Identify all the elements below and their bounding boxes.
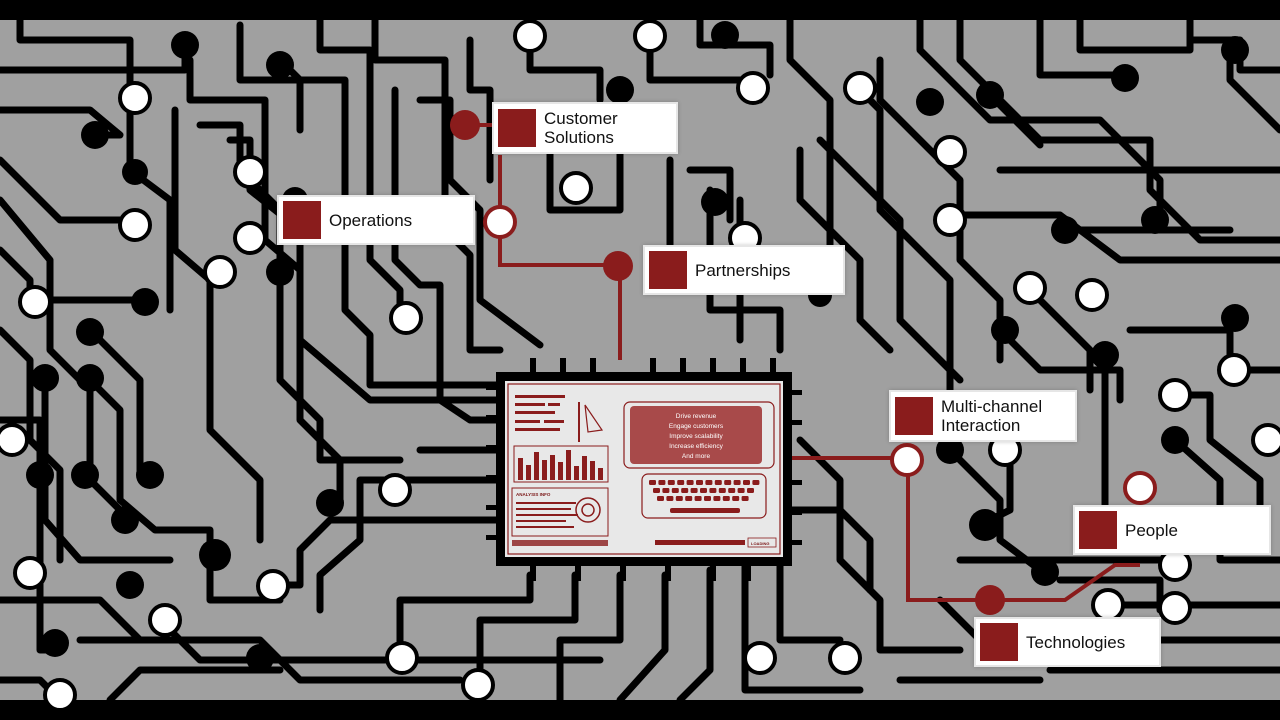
keyboard-key [658, 480, 666, 485]
goal-item: And more [682, 453, 711, 460]
goal-item: Engage customers [669, 423, 724, 430]
goal-item: Improve scalability [669, 433, 723, 440]
keyboard-key [686, 480, 694, 485]
label-text: Multi-channel Interaction [941, 397, 1043, 435]
top-bar [0, 0, 1280, 20]
keyboard-key [653, 488, 660, 493]
keyboard-key [752, 480, 760, 485]
chip: ANALYSIS INFO Drive revenue Engage custo… [496, 372, 792, 566]
white-pads [0, 19, 1280, 712]
keyboard-key [694, 496, 702, 501]
label-text: Technologies [1026, 632, 1126, 652]
keyboard-key [714, 480, 722, 485]
label-text: People [1125, 520, 1178, 540]
label-square [649, 251, 687, 289]
keyboard-key [675, 496, 683, 501]
label-square [1079, 511, 1117, 549]
label-square [895, 397, 933, 435]
label-square [283, 201, 321, 239]
keyboard-key [713, 496, 721, 501]
goal-item: Drive revenue [676, 413, 717, 420]
keyboard-key [681, 488, 689, 493]
keyboard-key [724, 480, 732, 485]
black-pads [26, 21, 1249, 672]
label-customer-solutions: Customer Solutions [492, 102, 678, 154]
bottom-bar [0, 700, 1280, 720]
keyboard-key [677, 480, 685, 485]
keyboard-key [671, 488, 679, 493]
label-multi-channel-interaction: Multi-channel Interaction [889, 390, 1077, 442]
keyboard-key [733, 480, 741, 485]
chip-loading-bar: LOADING [655, 537, 777, 548]
keyboard-key [685, 496, 693, 501]
analysis-info-label: ANALYSIS INFO [516, 492, 551, 497]
label-operations: Operations [277, 195, 475, 245]
chip-pins [486, 358, 802, 581]
keyboard-key [722, 496, 730, 501]
label-text: Customer Solutions [544, 109, 618, 147]
red-pads [450, 110, 1157, 615]
label-text: Operations [329, 210, 413, 230]
keyboard-key [690, 488, 698, 493]
keyboard-key [700, 488, 707, 493]
label-people: People [1073, 505, 1271, 555]
keyboard-key [747, 488, 754, 493]
keyboard-key [704, 496, 711, 501]
keyboard-key [709, 488, 717, 493]
keyboard-key [741, 496, 749, 501]
keyboard-key [667, 480, 675, 485]
label-text: Partnerships [695, 260, 791, 280]
keyboard-key [743, 480, 750, 485]
keyboard-key [705, 480, 713, 485]
chip-bar-chart [513, 445, 609, 483]
label-technologies: Technologies [974, 617, 1161, 667]
chip-analysis-box: ANALYSIS INFO [511, 487, 609, 546]
keyboard-key [737, 488, 745, 493]
chip-widgets [515, 395, 604, 442]
keyboard-key [728, 488, 736, 493]
keyboard-key [662, 488, 670, 493]
keyboard-key [657, 496, 664, 501]
chip-keyboard [641, 473, 767, 519]
label-square [980, 623, 1018, 661]
goal-item: Increase efficiency [669, 443, 723, 450]
keyboard-key [732, 496, 740, 501]
keyboard-key [718, 488, 726, 493]
keyboard-key [666, 496, 674, 501]
keyboard-key [696, 480, 703, 485]
chip-goals-panel: Drive revenue Engage customers Improve s… [623, 401, 775, 469]
loading-label: LOADING [751, 541, 769, 546]
label-partnerships: Partnerships [643, 245, 845, 295]
label-square [498, 109, 536, 147]
keyboard-key [649, 480, 656, 485]
